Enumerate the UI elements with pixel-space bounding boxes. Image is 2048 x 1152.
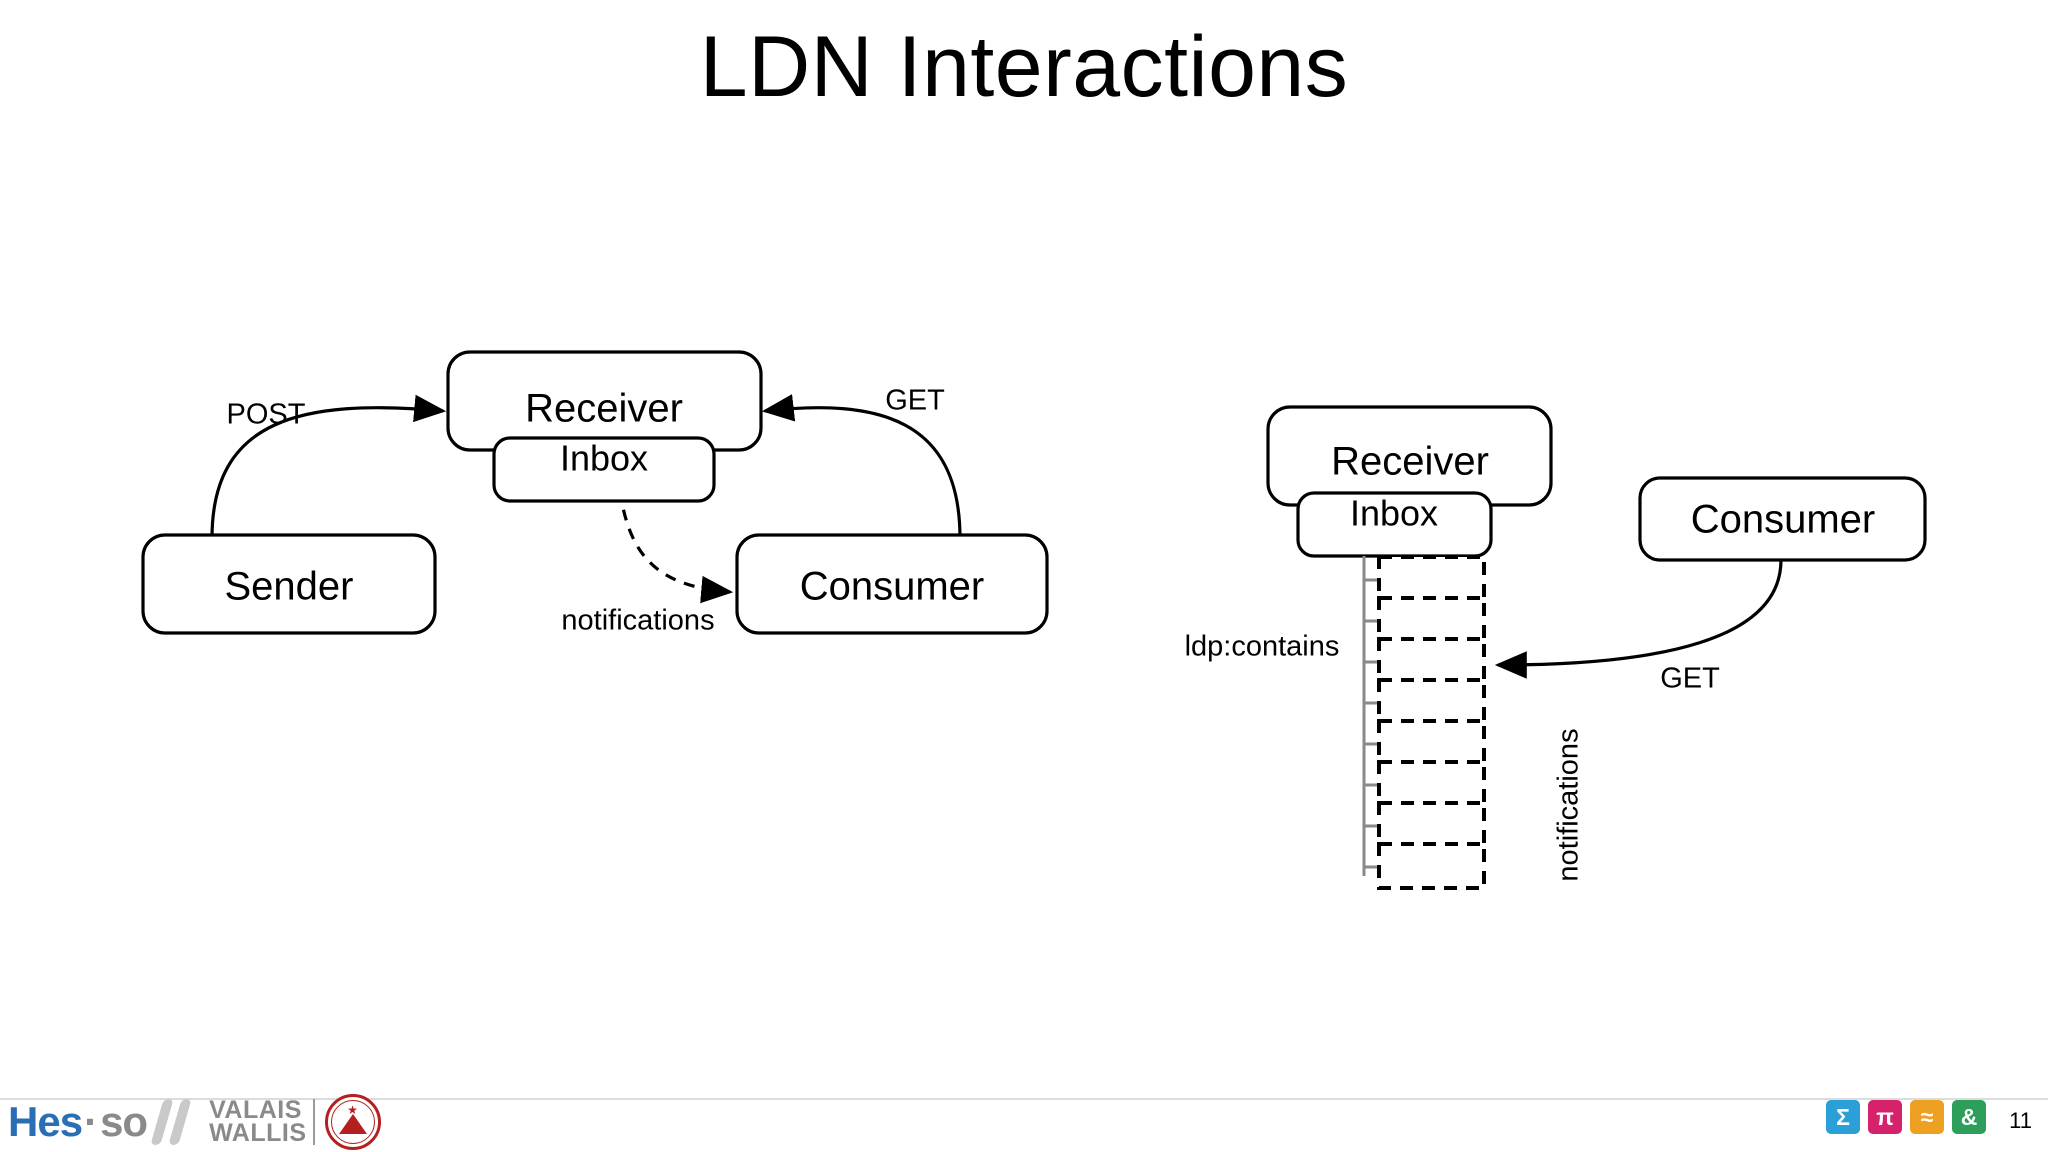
node-sender [141, 533, 437, 635]
edge-label-get-left: GET [885, 385, 945, 417]
edge-label-get-right: GET [1660, 663, 1720, 695]
logo-valais-text: VALAIS [209, 1096, 302, 1124]
ampersand-glyph: & [1960, 1103, 1978, 1130]
node-inbox-right [1296, 491, 1493, 558]
edge-get-left [761, 394, 962, 539]
logo-so-text: so [100, 1098, 148, 1145]
pi-glyph: π [1876, 1103, 1894, 1130]
valais-excellence-seal-icon: ★ [324, 1094, 381, 1150]
node-label-receiver-right: Receiver [1331, 440, 1489, 484]
edge-label-post: POST [227, 399, 306, 431]
approx-glyph: ≈ [1920, 1103, 1934, 1130]
node-label-inbox-right: Inbox [1350, 493, 1438, 534]
hes-so-valais-wallis-logo: Hes · so VALAIS WALLIS ★ [8, 1094, 381, 1150]
page-title: LDN Interactions [699, 19, 1349, 115]
logo-valais-wallis: VALAIS WALLIS [209, 1096, 315, 1147]
node-consumer-right [1638, 476, 1927, 562]
logo-wallis-text: WALLIS [209, 1119, 307, 1147]
edge-label-notifications-left: notifications [561, 605, 714, 637]
edge-post [210, 394, 447, 539]
edge-label-notifications-right: notifications [1553, 728, 1585, 881]
logo-slashes-icon [150, 1099, 203, 1145]
pi-badge: π [1868, 1100, 1902, 1134]
approx-badge: ≈ [1910, 1100, 1944, 1134]
node-consumer-left [735, 533, 1049, 635]
sigma-badge: Σ [1826, 1100, 1860, 1134]
page-number: 11 [2009, 1108, 2032, 1133]
node-label-inbox-left: Inbox [560, 438, 648, 479]
sigma-glyph: Σ [1836, 1103, 1850, 1130]
notification-items [1364, 555, 1486, 890]
node-label-consumer-left: Consumer [800, 565, 985, 609]
edge-get-right [1494, 559, 1783, 679]
footer-divider [0, 1098, 2048, 1100]
edge-label-ldp-contains: ldp:contains [1185, 631, 1340, 663]
node-label-consumer-right: Consumer [1691, 498, 1876, 542]
logo-separator-dot: · [84, 1098, 99, 1145]
ampersand-badge: & [1952, 1100, 1986, 1134]
logo-hes-text: Hes [8, 1098, 83, 1145]
node-inbox-left [492, 436, 716, 503]
node-label-sender: Sender [225, 565, 354, 609]
footer-badges: Σ π ≈ & [1826, 1100, 1986, 1134]
node-label-receiver-left: Receiver [525, 387, 683, 431]
